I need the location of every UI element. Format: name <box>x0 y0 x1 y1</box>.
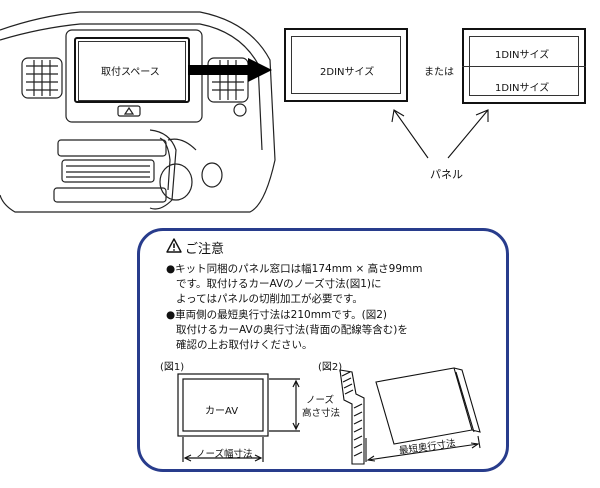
din2-label: 2DINサイズ <box>320 67 375 78</box>
din1-label-top: 1DINサイズ <box>495 50 550 61</box>
bullet2-line2: 取付けるカーAVの奥行寸法(背面の配線等含む)を <box>176 324 408 336</box>
panel-label: パネル <box>430 168 463 181</box>
bullet2-line3: 確認の上お取付けください。 <box>176 339 313 351</box>
bullet2-line1: ●車両側の最短奥行寸法は210mmです。(図2) <box>166 309 387 321</box>
install-space-screen <box>74 37 190 103</box>
fig1-diagram <box>170 370 310 464</box>
din1-label-bottom: 1DINサイズ <box>495 83 550 94</box>
din1-divider <box>462 66 586 67</box>
bullet1-line1: ●キット同梱のパネル窓口は幅174mm × 高さ99mm <box>166 263 423 275</box>
or-label: または <box>424 67 454 78</box>
fig2-diagram <box>330 364 490 468</box>
install-space-inner <box>78 41 186 101</box>
fig1-height-label-1: ノーズ <box>306 395 335 406</box>
din2-inner <box>291 36 401 94</box>
bullet1-line3: よってはパネルの切削加工が必要です。 <box>176 293 363 305</box>
warning-triangle-icon <box>166 238 182 253</box>
right-arrow-icon <box>188 58 272 82</box>
din2-box <box>284 28 408 102</box>
caution-title: ご注意 <box>185 242 225 257</box>
fig1-height-label-2: 高さ寸法 <box>302 408 341 419</box>
fig1-unit-label: カーAV <box>205 406 239 417</box>
fig1-width-label: ノーズ幅寸法 <box>196 449 253 460</box>
install-space-label: 取付スペース <box>101 67 160 78</box>
panel-pointer-arrows <box>380 100 520 170</box>
fig1-caption: (図1) <box>160 362 185 373</box>
fig2-caption: (図2) <box>318 362 343 373</box>
bullet1-line2: です。取付けるカーAVのノーズ寸法(図1)に <box>176 278 382 290</box>
